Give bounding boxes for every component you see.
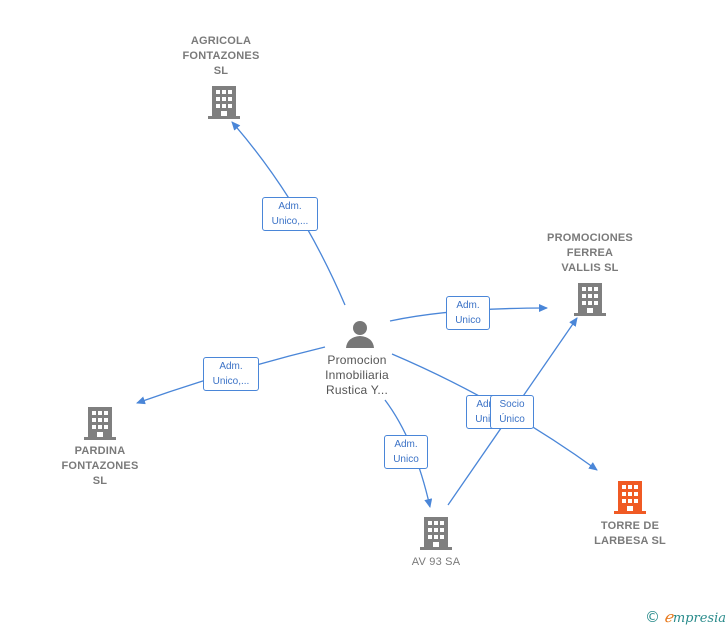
brand-text: mpresia <box>672 611 726 626</box>
promociones-label[interactable]: PROMOCIONES FERREA VALLIS SL <box>547 232 633 274</box>
building-icon[interactable] <box>614 479 646 515</box>
brand-e: ℯ <box>663 608 673 626</box>
building-icon[interactable] <box>84 405 116 441</box>
edge-label-socio[interactable]: Socio Único <box>490 395 534 429</box>
pardina-label[interactable]: PARDINA FONTAZONES SL <box>61 445 139 487</box>
torre-label[interactable]: TORRE DE LARBESA SL <box>594 520 666 547</box>
person-label[interactable]: Promocion Inmobiliaria Rustica Y... <box>325 353 389 397</box>
empresia-logo: ©ℯmpresia <box>645 608 726 626</box>
edge-label-agricola[interactable]: Adm. Unico,... <box>262 197 318 231</box>
copyright-symbol: © <box>644 608 660 626</box>
edge-label-av93[interactable]: Adm. Unico <box>384 435 428 469</box>
person-icon[interactable] <box>345 319 375 349</box>
av93-label[interactable]: AV 93 SA <box>411 556 461 568</box>
building-icon[interactable] <box>420 515 452 551</box>
building-icon[interactable] <box>574 281 606 317</box>
building-icon[interactable] <box>208 84 240 120</box>
agricola-label[interactable]: AGRICOLA FONTAZONES SL <box>182 35 260 77</box>
edge-label-promociones[interactable]: Adm. Unico <box>446 296 490 330</box>
edge-label-pardina[interactable]: Adm. Unico,... <box>203 357 259 391</box>
